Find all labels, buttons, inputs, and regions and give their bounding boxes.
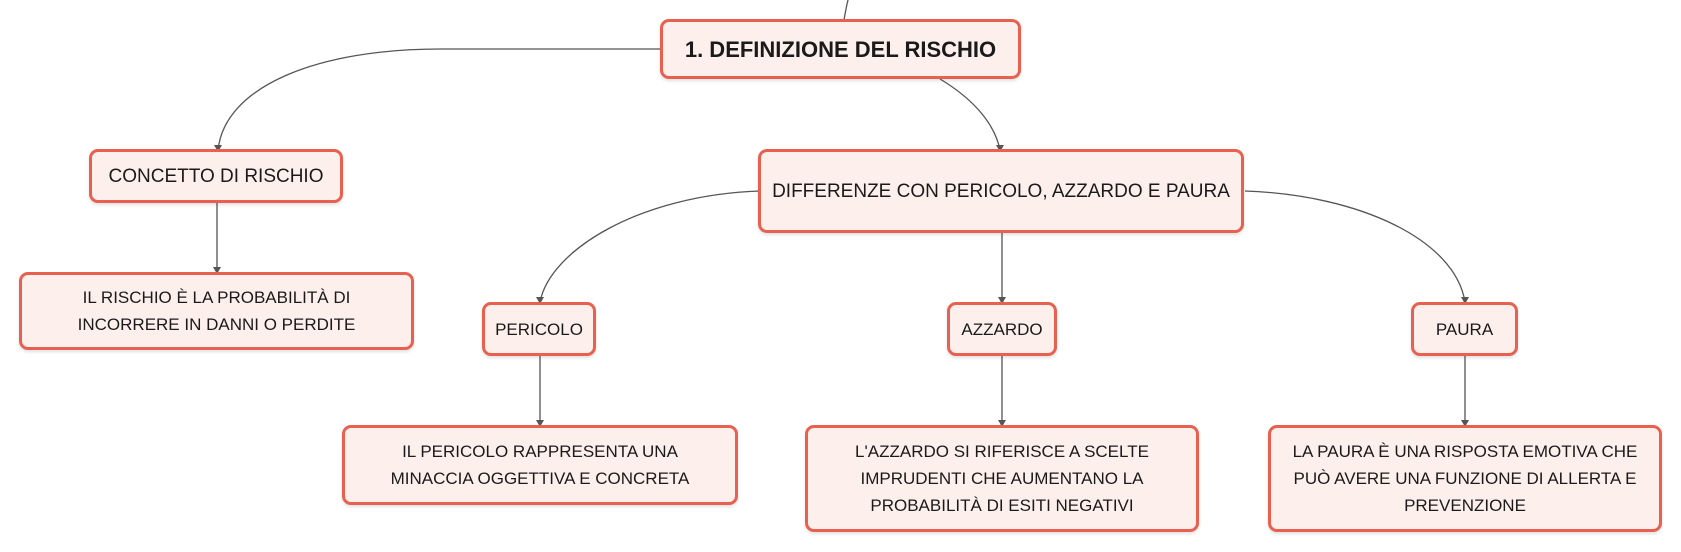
root-topic-node[interactable]: 1. DEFINIZIONE DEL RISCHIO [660, 19, 1021, 79]
differenze-label: DIFFERENZE CON PERICOLO, AZZARDO E PAURA [772, 180, 1230, 202]
connector-root-differenze [939, 78, 1001, 151]
pericolo-detail-label: IL PERICOLO RAPPRESENTA UNA MINACCIA OGG… [390, 442, 690, 488]
connector-differenze-pericolo [539, 190, 761, 303]
arrowhead-concetto [214, 145, 222, 152]
concetto-label: CONCETTO DI RISCHIO [108, 165, 324, 187]
arrowhead-paura-detail [1461, 420, 1469, 427]
pericolo-node[interactable]: PERICOLO [482, 302, 596, 356]
concetto-detail-label: IL RISCHIO È LA PROBABILITÀ DI INCORRERE… [77, 288, 356, 334]
connector-differenze-paura [1244, 190, 1466, 303]
arrowhead-concetto-detail [213, 267, 221, 274]
root-topic-label: 1. DEFINIZIONE DEL RISCHIO [684, 36, 997, 62]
paura-node[interactable]: PAURA [1411, 302, 1518, 356]
paura-detail-label: LA PAURA È UNA RISPOSTA EMOTIVA CHE PUÒ … [1292, 442, 1638, 515]
paura-detail-node[interactable]: LA PAURA È UNA RISPOSTA EMOTIVA CHE PUÒ … [1268, 425, 1662, 532]
arrowhead-paura [1461, 297, 1469, 304]
azzardo-label: AZZARDO [961, 319, 1043, 339]
pericolo-detail-node[interactable]: IL PERICOLO RAPPRESENTA UNA MINACCIA OGG… [342, 425, 738, 505]
arrowhead-azzardo [998, 297, 1006, 304]
connector-root-concetto [217, 48, 662, 151]
azzardo-detail-label: L'AZZARDO SI RIFERISCE A SCELTE IMPRUDEN… [855, 442, 1149, 515]
azzardo-node[interactable]: AZZARDO [947, 302, 1057, 356]
concetto-detail-node[interactable]: IL RISCHIO È LA PROBABILITÀ DI INCORRERE… [19, 272, 414, 350]
paura-label: PAURA [1435, 319, 1494, 339]
differenze-node[interactable]: DIFFERENZE CON PERICOLO, AZZARDO E PAURA [758, 149, 1244, 233]
arrowhead-pericolo-detail [536, 420, 544, 427]
pericolo-label: PERICOLO [495, 319, 583, 339]
concetto-node[interactable]: CONCETTO DI RISCHIO [89, 149, 343, 203]
arrowhead-azzardo-detail [998, 420, 1006, 427]
arrowhead-differenze [996, 145, 1004, 152]
connector-root-parent [843, 0, 849, 21]
azzardo-detail-node[interactable]: L'AZZARDO SI RIFERISCE A SCELTE IMPRUDEN… [805, 425, 1199, 532]
arrowhead-pericolo [536, 297, 544, 304]
